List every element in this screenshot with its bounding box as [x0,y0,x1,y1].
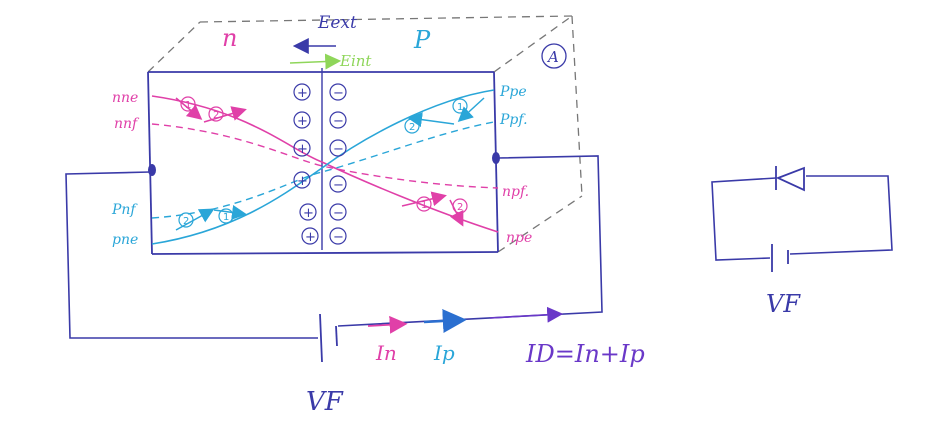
step-markers [178,96,468,228]
label-npe: npe [506,230,532,246]
step-1-b: 1 [421,200,427,211]
voltage-main-label: VF [306,387,344,417]
corner-mark-label: A [546,48,559,66]
depletion-charges [293,83,347,245]
charge-pos-1: + [297,86,308,101]
hole-arrow-1 [457,97,485,123]
label-nnf: nnf [114,116,140,132]
step-2-a: 2 [213,110,219,121]
label-nne: nne [112,90,138,106]
e-int-arrow [289,53,342,70]
current-n-label: In [375,341,397,365]
label-ppf: Ppf. [499,112,528,128]
current-total-arrow [489,306,564,323]
external-circuit [65,155,603,339]
battery-icon-small [771,244,789,272]
charge-pos-3: + [297,142,308,157]
hole-curve-dashed [151,121,495,219]
region-n-label: n [222,24,237,52]
step-2-b: 2 [457,202,463,213]
current-total-label: ID=In+Ip [525,340,645,368]
region-p-label: P [413,26,431,54]
current-p-label: Ip [433,341,455,365]
e-int-label: Eint [339,52,372,70]
current-p-arrow [423,309,467,333]
charge-pos-2: + [297,114,308,129]
step-1-a: 1 [185,100,191,111]
diode-circuit [711,175,893,261]
left-contact [148,164,156,176]
hole-curve-solid [151,89,495,245]
corner-mark-circle [541,43,567,69]
label-pnf: Pnf [111,202,138,218]
current-n-arrow [367,315,408,334]
charge-pos-5: + [303,206,314,221]
box-perspective [147,15,583,253]
hole-arrow-4 [213,204,247,220]
electron-arrow-1 [175,97,203,120]
voltage-small-label: VF [766,290,801,318]
e-ext-label: Eext [317,13,357,33]
step-2-c: 2 [409,122,415,133]
battery-icon [319,313,338,363]
junction-box [147,71,499,255]
step-2-d: 2 [183,216,189,227]
electron-arrow-2 [203,106,247,123]
hole-arrow-2 [407,112,455,128]
charge-neg-4: − [333,178,344,193]
right-contact [492,152,500,164]
label-ppe: Ppe [499,84,527,100]
diode-icon [775,166,805,192]
label-pne: pne [112,232,138,248]
charge-pos-6: + [305,230,316,245]
step-1-d: 1 [223,212,229,223]
charge-neg-2: − [333,114,344,129]
electron-curve-dashed [151,123,499,189]
label-npf: npf. [502,184,529,200]
charge-neg-1: − [333,86,344,101]
electron-arrow-3 [401,191,447,207]
charge-neg-6: − [333,230,344,245]
charge-neg-5: − [333,206,344,221]
charge-pos-4: + [297,174,308,189]
charge-neg-3: − [333,142,344,157]
hole-arrow-3 [175,208,215,231]
step-1-c: 1 [457,102,463,113]
